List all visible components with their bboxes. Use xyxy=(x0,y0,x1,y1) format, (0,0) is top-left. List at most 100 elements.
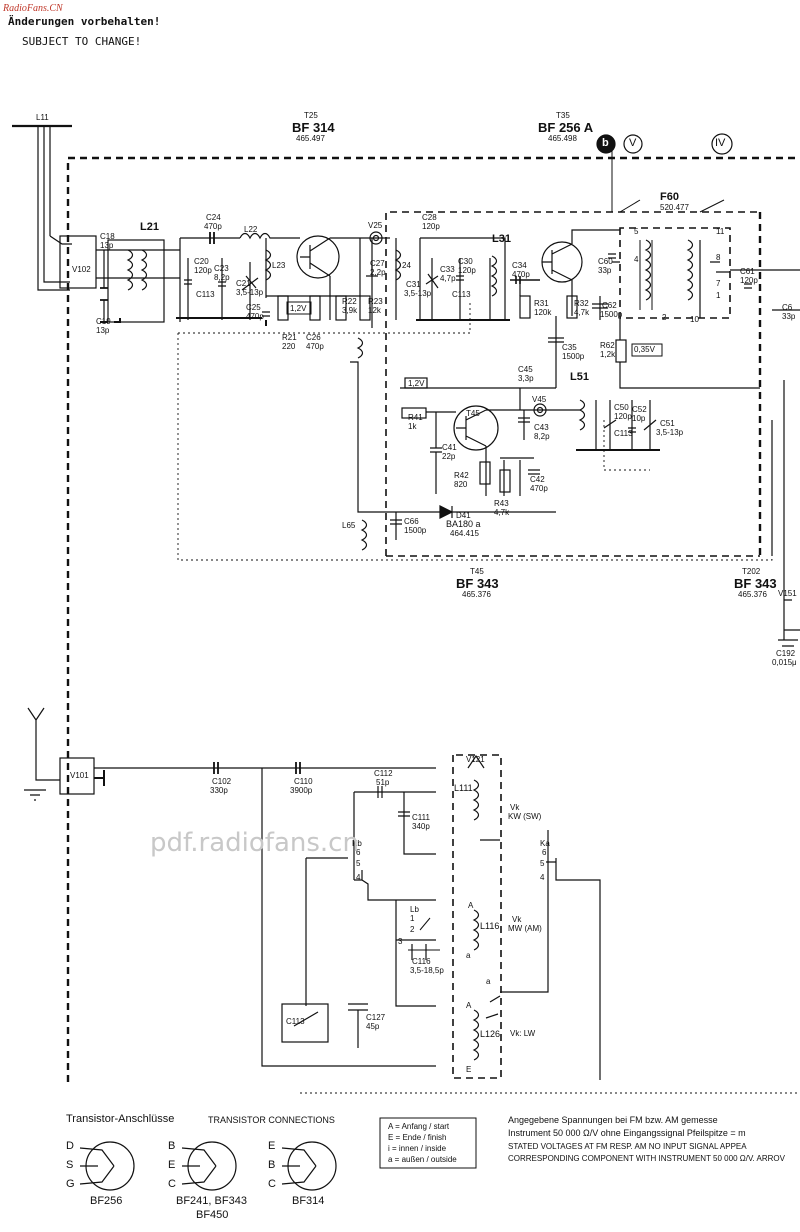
note-2: Instrument 50 000 Ω/V ohne Eingangssigna… xyxy=(508,1128,746,1138)
lbl-n4a: 4 xyxy=(356,873,361,882)
lbl-R42: R42 xyxy=(454,471,469,480)
lbl-T45: T45 xyxy=(466,409,480,418)
abbr-4: a = außen / outside xyxy=(388,1155,457,1164)
legend-packages xyxy=(79,1117,477,1191)
lbl-C45v: 3,3p xyxy=(518,374,534,383)
lbl-R62v: 1,2k xyxy=(600,350,616,359)
lbl-C111: C111 xyxy=(412,813,430,822)
lbl-C62: C62 xyxy=(602,301,617,310)
abbr-1: A = Anfang / start xyxy=(388,1122,450,1131)
lbl-C127v: 45p xyxy=(366,1022,380,1031)
lbl-n5a: 5 xyxy=(356,859,361,868)
lbl-C28: C28 xyxy=(422,213,437,222)
lbl-n5b: 5 xyxy=(540,859,545,868)
lbl-n24: 24 xyxy=(402,261,411,270)
lbl-L65: L65 xyxy=(342,521,356,530)
lbl-R31: R31 xyxy=(534,299,549,308)
lbl-C33: C33 xyxy=(440,265,455,274)
lbl-R21: R21 xyxy=(282,333,297,342)
c113-trimmer-box xyxy=(281,1003,329,1043)
f60-name: F60 xyxy=(660,191,679,203)
t25-type: BF 314 xyxy=(292,120,335,135)
lbl-Kb: Kb xyxy=(352,839,362,848)
lbl-n1: 1 xyxy=(410,914,415,923)
lbl-C42: C42 xyxy=(530,475,545,484)
t35-id: T35 xyxy=(556,111,570,120)
lbl-R42v: 820 xyxy=(454,480,468,489)
lbl-C110v: 3900p xyxy=(290,786,313,795)
lbl-C110: C110 xyxy=(294,777,313,786)
lbl-V45: V45 xyxy=(532,395,547,404)
t45-id: T45 xyxy=(470,567,484,576)
lbl-C50: C50 xyxy=(614,403,629,412)
pkg3-pin3: C xyxy=(268,1178,276,1190)
lbl-C51: C51 xyxy=(660,419,675,428)
lbl-R43v: 4,7k xyxy=(494,508,510,517)
lbl-pE1: E xyxy=(466,1065,472,1074)
lbl-C66v: 1500p xyxy=(404,526,427,535)
note-3: STATED VOLTAGES AT FM RESP. AM NO INPUT … xyxy=(508,1142,747,1151)
lbl-v12a: 1,2V xyxy=(290,304,307,313)
lbl-VkMW: Vk xyxy=(512,915,522,924)
marker-b-label: b xyxy=(602,137,609,149)
lbl-C33v: 4,7p xyxy=(440,274,456,283)
lbl-R41v: 1k xyxy=(408,422,417,431)
t202-id: T202 xyxy=(742,567,761,576)
lbl-C45: C45 xyxy=(518,365,533,374)
lbl-v035: 0,35V xyxy=(634,345,655,354)
lbl-V101: V101 xyxy=(70,771,89,780)
lbl-C102: C102 xyxy=(212,777,232,786)
lbl-C25v: 470p xyxy=(246,312,264,321)
lbl-v12b: 1,2V xyxy=(408,379,425,388)
lbl-C6x: C6 xyxy=(782,303,793,312)
lbl-V25: V25 xyxy=(368,221,383,230)
lbl-C51v: 3,5-13p xyxy=(656,428,684,437)
lbl-C41v: 22p xyxy=(442,452,456,461)
t45-transistor xyxy=(453,405,499,451)
marker-iv xyxy=(711,133,733,155)
v102-connector xyxy=(59,235,97,289)
lbl-C66: C66 xyxy=(404,517,419,526)
marker-v-label: V xyxy=(629,137,637,149)
lbl-VkMW2: MW (AM) xyxy=(508,924,542,933)
lbl-V151: V151 xyxy=(778,589,797,598)
marker-b xyxy=(596,134,616,154)
t202-part: 465.376 xyxy=(738,590,767,599)
lbl-C23: C23 xyxy=(214,264,229,273)
lbl-C34v: 470p xyxy=(512,270,530,279)
lbl-C26: C26 xyxy=(306,333,321,342)
lbl-f2: 2 xyxy=(662,313,667,322)
lbl-D41v: BA180 a xyxy=(446,519,481,529)
t25-part: 465.497 xyxy=(296,134,325,143)
lbl-L22: L22 xyxy=(244,225,258,234)
lbl-C31v: 3,5-13p xyxy=(404,289,432,298)
abbr-3: i = innen / inside xyxy=(388,1144,447,1153)
pkg1-pin1: D xyxy=(66,1140,74,1152)
lbl-C192: C192 xyxy=(776,649,796,658)
lbl-C192v: 0,015μ xyxy=(772,658,797,667)
lbl-C34: C34 xyxy=(512,261,527,270)
lbl-VkSW: Vk xyxy=(510,803,520,812)
lbl-Ka: Ka xyxy=(540,839,550,848)
lbl-C113c: C113 xyxy=(614,429,633,438)
header-note-de: Änderungen vorbehalten! xyxy=(8,15,161,28)
lbl-C113d: C113 xyxy=(286,1017,305,1026)
lbl-C31: C31 xyxy=(406,280,421,289)
pkg1-pin2: S xyxy=(66,1159,74,1171)
lbl-C19: C19 xyxy=(96,317,111,326)
lbl-pa1: a xyxy=(466,951,471,960)
lbl-V121: V121 xyxy=(466,755,485,764)
lbl-C21: C21 xyxy=(236,279,251,288)
lbl-R43: R43 xyxy=(494,499,509,508)
lbl-C112v: 51p xyxy=(376,778,390,787)
lbl-R23: R23 xyxy=(368,297,383,306)
pdf-watermark: pdf.radiofans.cn xyxy=(150,828,359,858)
lbl-C61v: 120p xyxy=(740,276,758,285)
lbl-VkLW: Vk: LW xyxy=(510,1029,536,1038)
lbl-VkSW2: KW (SW) xyxy=(508,812,542,821)
lbl-C25: C25 xyxy=(246,303,261,312)
lbl-R22v: 3,9k xyxy=(342,306,358,315)
pkg3-name: BF314 xyxy=(292,1195,325,1207)
lbl-n4b: 4 xyxy=(540,873,545,882)
lbl-Lb: Lb xyxy=(410,905,419,914)
